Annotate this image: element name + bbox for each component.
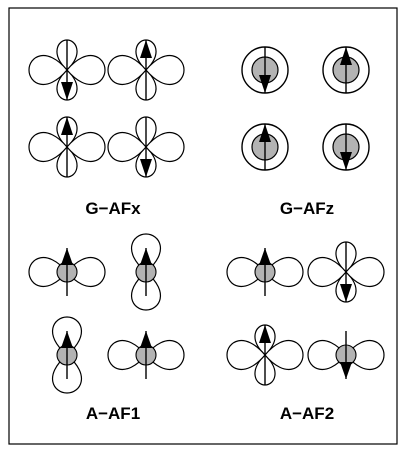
orbital-horizontal-lobes xyxy=(28,248,106,296)
orbital-lobe xyxy=(264,256,304,288)
orbital-lobe xyxy=(226,339,266,371)
spin-up-arrow-icon xyxy=(61,117,73,135)
orbital-horizontal-lobes xyxy=(107,331,185,379)
orbital-ring xyxy=(241,46,289,94)
panel-label-a-af1: A−AF1 xyxy=(86,404,140,423)
orbital-lobe xyxy=(66,131,106,163)
orbital-lobe xyxy=(345,339,385,371)
orbital-lobe xyxy=(66,54,106,86)
orbital-xy-cross xyxy=(107,39,185,101)
spin-up-arrow-icon xyxy=(259,325,271,343)
orbital-vertical-lobes xyxy=(130,233,162,311)
orbital-vertical-lobes xyxy=(51,316,83,394)
orbital-lobe xyxy=(307,339,347,371)
orbital-xy-cross xyxy=(28,39,106,101)
orbital-ring xyxy=(241,123,289,171)
orbital-lobe xyxy=(107,339,147,371)
orbital-lobe xyxy=(226,256,266,288)
orbital-xy-cross xyxy=(107,116,185,178)
orbital-xy-cross xyxy=(226,324,304,386)
spin-up-arrow-icon xyxy=(61,248,73,265)
orbital-lobe xyxy=(145,339,185,371)
spin-up-arrow-icon xyxy=(259,124,271,142)
orbital-lobe xyxy=(107,54,147,86)
orbital-horizontal-lobes xyxy=(307,331,385,379)
orbital-ring xyxy=(322,123,370,171)
spin-down-arrow-icon xyxy=(340,362,352,379)
orbital-xy-cross xyxy=(28,116,106,178)
orbital-lobe xyxy=(107,131,147,163)
orbital-lobe xyxy=(145,131,185,163)
spin-up-arrow-icon xyxy=(259,248,271,265)
spin-up-arrow-icon xyxy=(61,331,73,348)
spin-down-arrow-icon xyxy=(340,152,352,170)
orbital-lobe xyxy=(145,54,185,86)
spin-down-arrow-icon xyxy=(140,159,152,177)
spin-up-arrow-icon xyxy=(140,40,152,58)
orbital-ring xyxy=(322,46,370,94)
orbital-lobe xyxy=(28,131,68,163)
spin-up-arrow-icon xyxy=(140,248,152,265)
panel-label-g-afx: G−AFx xyxy=(85,199,141,218)
orbital-xy-cross xyxy=(307,241,385,303)
orbital-lobe xyxy=(28,54,68,86)
orbital-lobe xyxy=(66,256,106,288)
panel-label-g-afz: G−AFz xyxy=(280,199,334,218)
orbital-lobe xyxy=(28,256,68,288)
orbital-horizontal-lobes xyxy=(226,248,304,296)
orbital-lobe xyxy=(264,339,304,371)
spin-down-arrow-icon xyxy=(340,284,352,302)
orbital-lobe xyxy=(345,256,385,288)
spin-down-arrow-icon xyxy=(259,75,271,93)
panel-label-a-af2: A−AF2 xyxy=(280,404,334,423)
spin-down-arrow-icon xyxy=(61,82,73,100)
spin-up-arrow-icon xyxy=(140,331,152,348)
spin-up-arrow-icon xyxy=(340,47,352,65)
orbital-lobe xyxy=(307,256,347,288)
figure-frame xyxy=(8,7,398,445)
orbital-layer xyxy=(28,39,385,394)
